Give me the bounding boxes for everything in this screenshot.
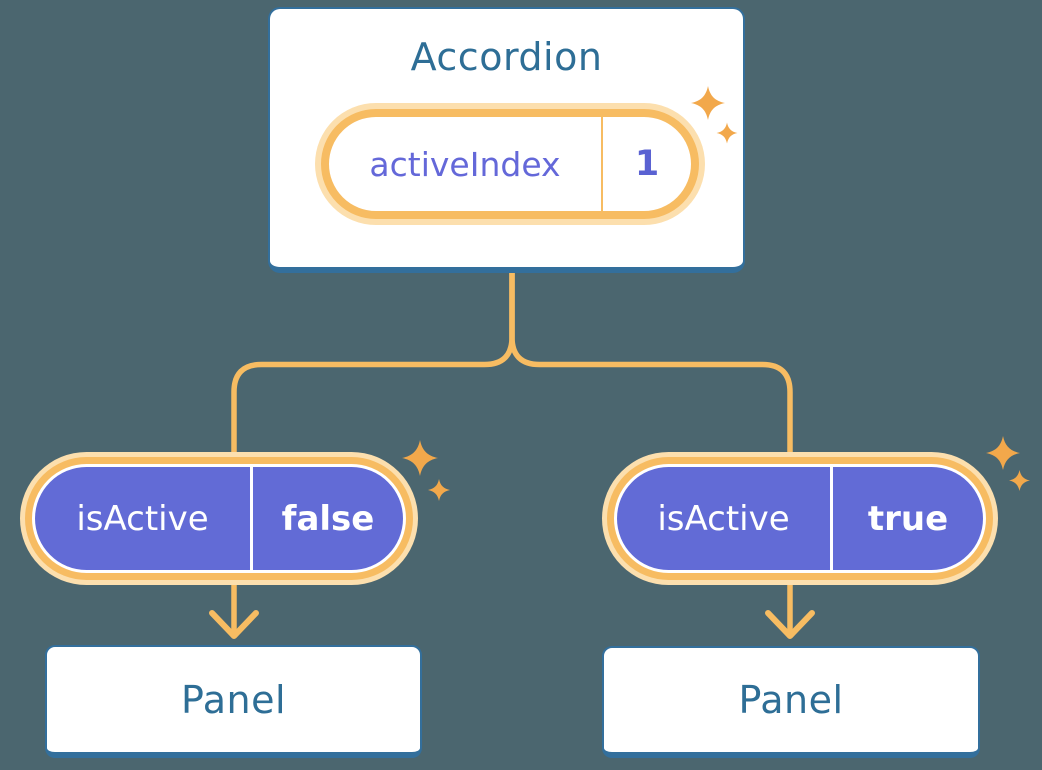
panel-card-right: Panel bbox=[602, 646, 980, 758]
state-pill-value: 1 bbox=[634, 144, 660, 184]
panel-title: Panel bbox=[738, 678, 844, 722]
pill-divider bbox=[830, 467, 833, 570]
accordion-title: Accordion bbox=[410, 35, 603, 79]
prop-pill-isactive-true: isActive true bbox=[602, 452, 998, 585]
panel-card-left: Panel bbox=[45, 645, 422, 758]
prop-pill-isactive-false: isActive false bbox=[20, 452, 418, 585]
prop-pill-value: true bbox=[867, 498, 949, 539]
pill-divider bbox=[250, 467, 253, 570]
branch-line-left bbox=[231, 270, 515, 457]
prop-pill-label: isActive bbox=[657, 498, 790, 539]
panel-title: Panel bbox=[180, 677, 286, 722]
arrow-head-right-icon bbox=[765, 610, 815, 639]
prop-pill-ring: isActive true bbox=[607, 457, 993, 580]
prop-pill-label: isActive bbox=[76, 498, 209, 539]
state-pill-activeindex: activeIndex 1 bbox=[315, 103, 705, 225]
branch-line-right bbox=[509, 270, 793, 457]
prop-pill-ring: isActive false bbox=[25, 457, 413, 580]
state-pill-label: activeIndex bbox=[369, 144, 561, 184]
pill-divider bbox=[601, 117, 603, 211]
state-pill-ring: activeIndex 1 bbox=[321, 109, 699, 219]
prop-pill-value: false bbox=[281, 498, 375, 539]
arrow-head-left-icon bbox=[209, 610, 259, 639]
